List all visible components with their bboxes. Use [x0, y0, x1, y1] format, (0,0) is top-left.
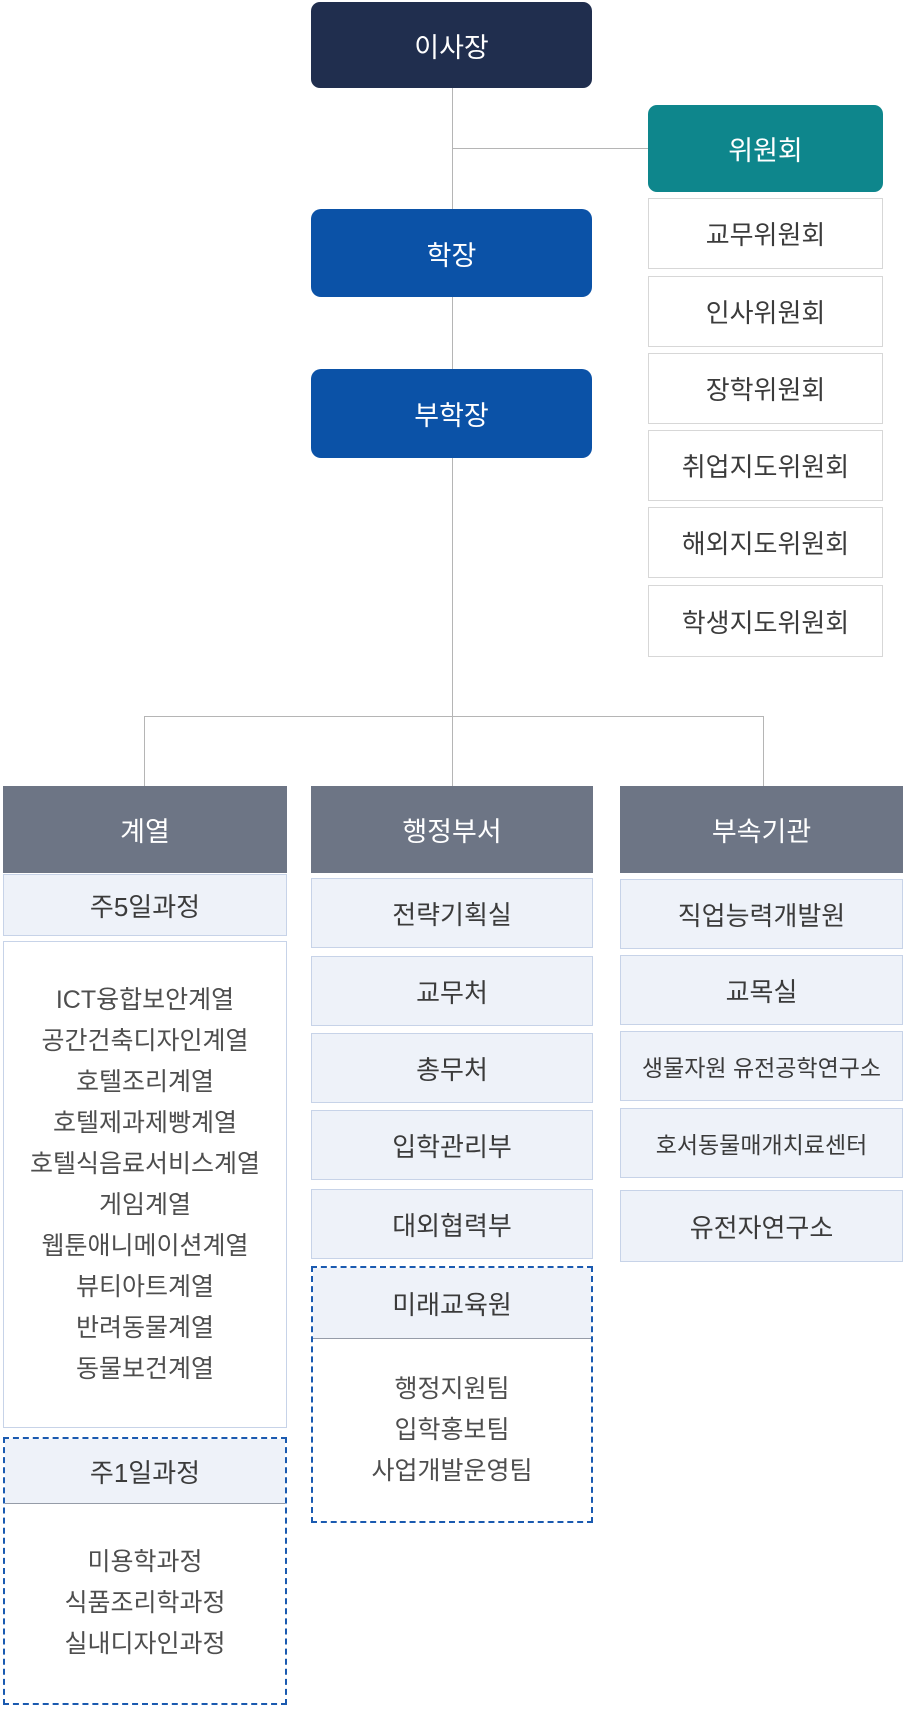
course-item: 반려동물계열 — [75, 1313, 214, 1342]
branch-drop-left — [144, 716, 145, 786]
admin-office-box: 교무처 — [311, 956, 593, 1026]
course-item: 호텔식음료서비스계열 — [29, 1149, 260, 1178]
committee-item-box: 장학위원회 — [648, 353, 883, 424]
future-edu-label-box: 미래교육원 — [313, 1268, 591, 1339]
course-item: 공간건축디자인계열 — [41, 1026, 249, 1055]
committee-item-box: 인사위원회 — [648, 276, 883, 347]
course-item: 식품조리학과정 — [64, 1589, 226, 1617]
departments-header: 계열 — [3, 786, 287, 873]
week5-course-list: ICT융합보안계열 공간건축디자인계열 호텔조리계열 호텔제과제빵계열 호텔식음… — [3, 941, 287, 1428]
affiliate-box: 교목실 — [620, 955, 903, 1025]
branch-drop-right — [763, 716, 764, 786]
week1-course-list: 미용학과정 식품조리학과정 실내디자인과정 — [5, 1504, 285, 1703]
future-edu-team-list: 행정지원팀 입학홍보팀 사업개발운영팀 — [313, 1339, 591, 1521]
week5-label-box: 주5일과정 — [3, 874, 287, 936]
admin-office-box: 대외협력부 — [311, 1189, 593, 1259]
course-item: 웹툰애니메이션계열 — [41, 1231, 249, 1260]
chairman-box: 이사장 — [311, 2, 592, 88]
course-item: 호텔제과제빵계열 — [52, 1108, 237, 1137]
course-item: 실내디자인과정 — [64, 1630, 226, 1658]
committee-item-box: 취업지도위원회 — [648, 430, 883, 501]
committee-title-box: 위원회 — [648, 105, 883, 192]
branch-horizontal-line — [144, 716, 764, 717]
week1-dashed-box: 주1일과정 미용학과정 식품조리학과정 실내디자인과정 — [3, 1437, 287, 1705]
future-edu-dashed-box: 미래교육원 행정지원팀 입학홍보팀 사업개발운영팀 — [311, 1266, 593, 1523]
course-item: 미용학과정 — [87, 1548, 203, 1576]
affiliate-box: 생물자원 유전공학연구소 — [620, 1031, 903, 1101]
affiliate-box: 직업능력개발원 — [620, 879, 903, 949]
admin-header: 행정부서 — [311, 786, 593, 873]
affiliates-header: 부속기관 — [620, 786, 903, 873]
course-item: ICT융합보안계열 — [55, 985, 235, 1014]
affiliate-box: 호서동물매개치료센터 — [620, 1108, 903, 1178]
dean-box: 학장 — [311, 209, 592, 297]
team-item: 사업개발운영팀 — [371, 1456, 533, 1485]
committee-item-box: 해외지도위원회 — [648, 507, 883, 578]
committee-item-box: 학생지도위원회 — [648, 585, 883, 657]
course-item: 호텔조리계열 — [75, 1067, 214, 1096]
course-item: 뷰티아트계열 — [75, 1272, 214, 1301]
vice-dean-box: 부학장 — [311, 369, 592, 458]
team-item: 행정지원팀 — [394, 1374, 510, 1403]
admin-office-box: 전략기획실 — [311, 878, 593, 948]
admin-office-box: 입학관리부 — [311, 1110, 593, 1180]
week1-label-box: 주1일과정 — [5, 1439, 285, 1504]
admin-office-box: 총무처 — [311, 1033, 593, 1103]
team-item: 입학홍보팀 — [394, 1415, 510, 1444]
committee-item-box: 교무위원회 — [648, 198, 883, 269]
course-item: 게임계열 — [98, 1190, 191, 1219]
course-item: 동물보건계열 — [75, 1354, 214, 1383]
affiliate-box: 유전자연구소 — [620, 1190, 903, 1262]
committee-connector-line — [453, 148, 648, 149]
